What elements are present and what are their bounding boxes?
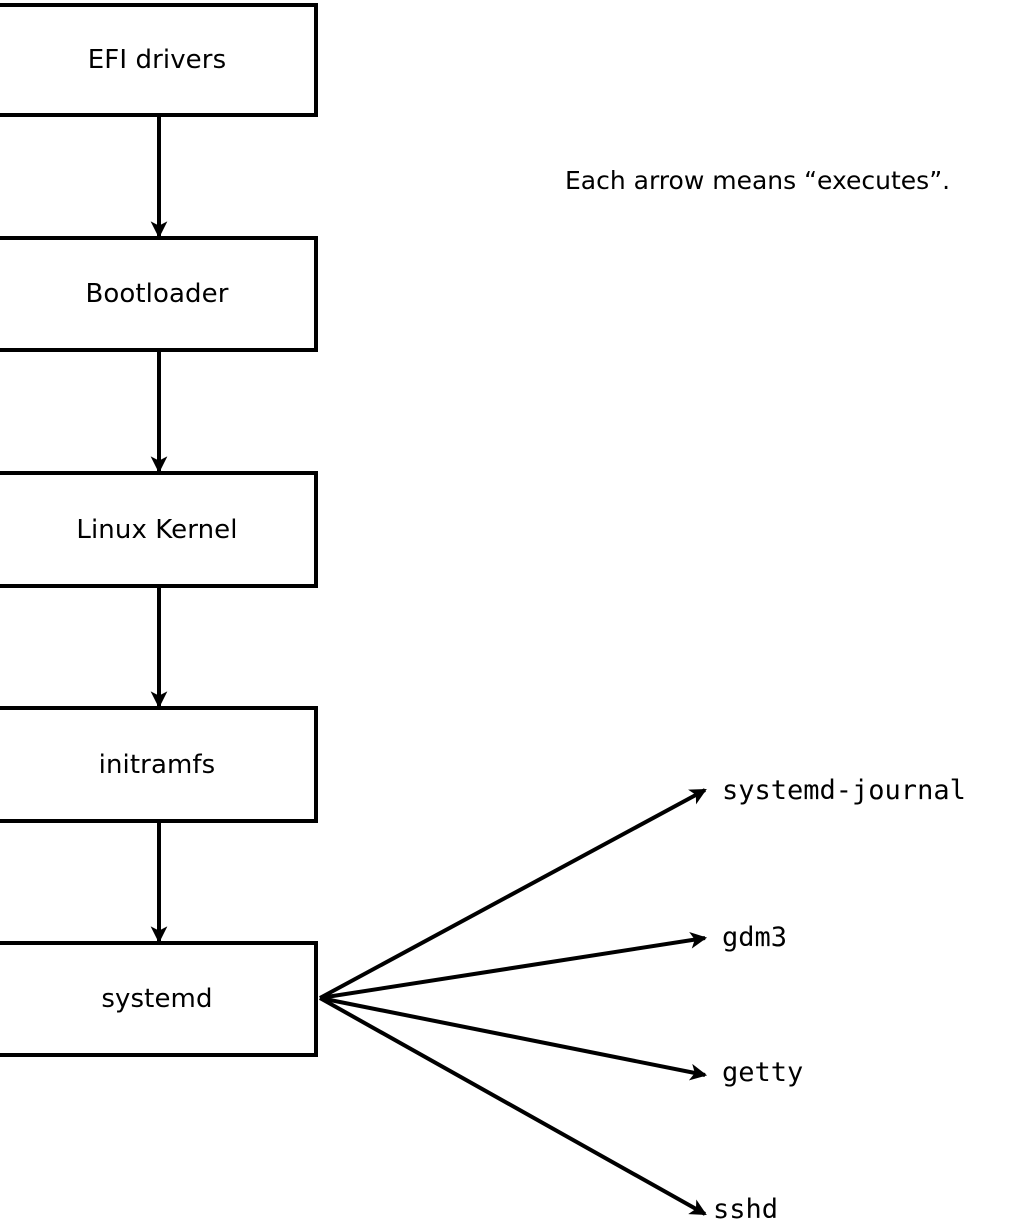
process-node-systemd[interactable]: systemd [0,941,318,1057]
process-node-efi-drivers[interactable]: EFI drivers [0,3,318,117]
process-node-label: Linux Kernel [76,514,238,545]
executes-arrow-systemd-to-sshd [319,996,707,1216]
executes-arrow-systemd-to-getty [319,996,708,1081]
legend-caption: Each arrow means “executes”. [565,166,951,195]
service-label-getty[interactable]: getty [722,1057,804,1088]
fanout-arrow-group [319,788,708,1216]
executes-arrow-systemd-to-gdm3 [319,931,708,1000]
process-node-bootloader[interactable]: Bootloader [0,236,318,352]
service-label-systemd-journal[interactable]: systemd-journal [722,775,966,806]
process-node-label: Bootloader [85,279,229,309]
process-node-linux-kernel[interactable]: Linux Kernel [0,471,318,588]
service-label-sshd[interactable]: sshd [713,1194,779,1225]
process-node-label: systemd [101,984,213,1014]
process-node-initramfs[interactable]: initramfs [0,706,318,823]
process-node-label: initramfs [98,749,216,780]
executes-arrow-systemd-to-systemd-journal [319,788,707,1000]
service-label-gdm3[interactable]: gdm3 [722,922,788,953]
process-node-label: EFI drivers [87,45,227,75]
